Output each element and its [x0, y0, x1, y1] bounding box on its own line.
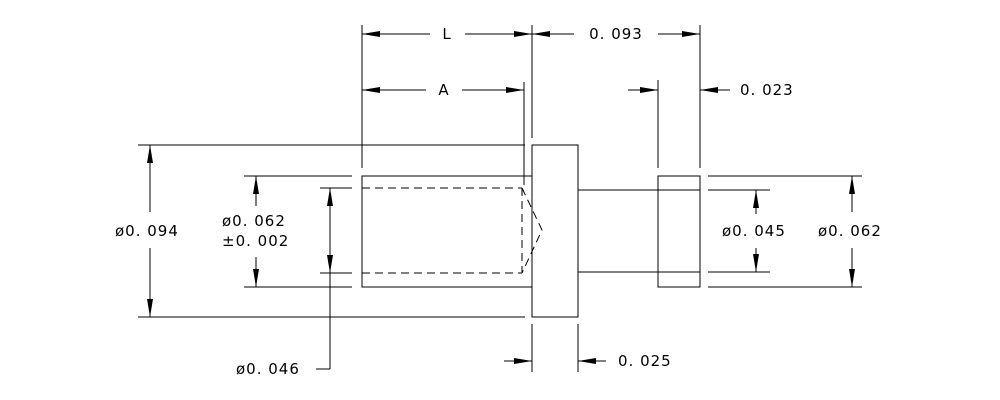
- dimension-flange-diameter: ø0. 094: [115, 145, 179, 317]
- dimension-bore-diameter: ø0. 046: [236, 188, 333, 378]
- tail-collar-outline: [657, 175, 701, 288]
- dimension-flange-thickness: 0. 025: [504, 352, 672, 370]
- dim-label-tail-diameter: ø0. 062: [818, 222, 882, 240]
- dim-label-tail-length: 0. 093: [589, 25, 643, 43]
- dim-label-A: A: [438, 81, 449, 99]
- dim-label-flange-thickness: 0. 025: [618, 352, 672, 370]
- dimension-body-diameter: ø0. 062 ±0. 002: [222, 176, 289, 287]
- dimension-length-L: L: [362, 25, 532, 43]
- dim-label-body-tolerance: ±0. 002: [222, 232, 289, 250]
- dim-label-groove-width: 0. 023: [740, 81, 794, 99]
- dimension-tail-diameter: ø0. 062: [818, 176, 882, 287]
- flange-outline: [531, 144, 579, 318]
- dim-label-body-diameter: ø0. 062: [222, 212, 286, 230]
- dimension-groove-diameter: ø0. 045: [722, 190, 786, 272]
- part-outline: [361, 144, 701, 318]
- dimension-thread-A: A: [362, 81, 524, 99]
- hidden-bore: [362, 187, 543, 274]
- dimension-groove-width: 0. 023: [628, 81, 794, 99]
- dimension-tail-length: 0. 093: [532, 25, 700, 43]
- dim-label-bore-diameter: ø0. 046: [236, 360, 300, 378]
- extension-lines: [138, 25, 862, 372]
- dim-label-groove-diameter: ø0. 045: [722, 222, 786, 240]
- dim-label-L: L: [442, 25, 451, 43]
- drill-point-hidden-line: [521, 187, 543, 274]
- dim-label-flange-diameter: ø0. 094: [115, 222, 179, 240]
- body-outline: [361, 175, 533, 288]
